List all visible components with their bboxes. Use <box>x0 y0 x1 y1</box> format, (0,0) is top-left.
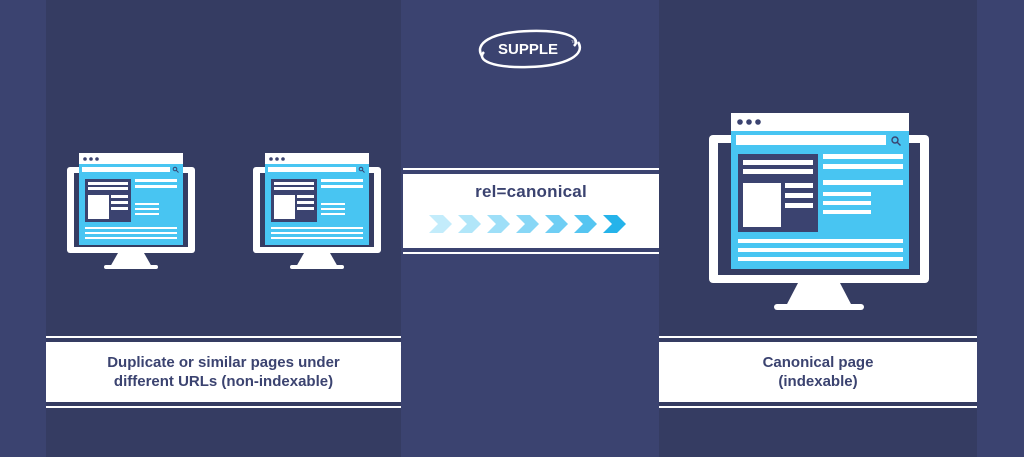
duplicate-label-line1: Duplicate or similar pages under <box>107 354 340 371</box>
duplicate-label-line2: different URLs (non-indexable) <box>113 373 334 390</box>
search-icon <box>358 166 365 173</box>
browser-dots-icon <box>83 157 87 161</box>
rel-canonical-label: rel=canonical <box>475 182 587 201</box>
supple-logo: SUPPLE TM <box>478 29 581 69</box>
canonical-bottom-rule <box>659 406 977 408</box>
browser-dots-icon <box>269 157 273 161</box>
canonical-monitor <box>709 113 929 310</box>
canonical-label-line1: Canonical page <box>762 354 874 371</box>
chevron-right-icon <box>545 215 568 233</box>
duplicate-pages-label: Duplicate or similar pages under differe… <box>46 342 401 402</box>
chevron-right-icon <box>574 215 597 233</box>
chevron-right-icon <box>603 215 626 233</box>
search-icon <box>172 166 179 173</box>
chevron-right-icon <box>487 215 510 233</box>
canonical-top-rule <box>659 336 977 338</box>
search-icon <box>891 136 901 146</box>
logo-text: SUPPLE <box>498 41 558 58</box>
rel-bottom-rule <box>403 252 659 254</box>
rel-canonical-box: rel=canonical <box>403 174 659 248</box>
canonical-page-label: Canonical page (indexable) <box>659 342 977 402</box>
browser-dots-icon <box>737 119 743 125</box>
chevron-right-icon <box>429 215 452 233</box>
canonical-label-line2: (indexable) <box>778 373 858 390</box>
chevron-right-icon <box>458 215 481 233</box>
logo-tm: TM <box>571 39 577 44</box>
duplicate-bottom-rule <box>46 406 401 408</box>
chevron-right-icon <box>516 215 539 233</box>
duplicate-monitor-2 <box>253 153 381 269</box>
duplicate-top-rule <box>46 336 401 338</box>
duplicate-monitor-1 <box>67 153 195 269</box>
rel-top-rule <box>403 168 659 170</box>
